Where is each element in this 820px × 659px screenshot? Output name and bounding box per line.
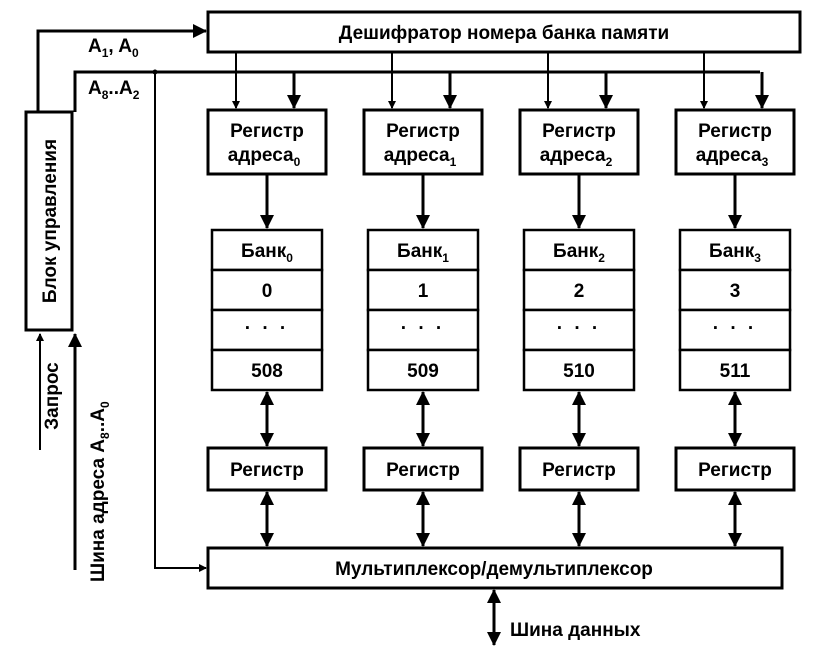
multiplexer-label: Мультиплексор/демультиплексор [335, 559, 653, 580]
request-label: Запрос [42, 362, 63, 430]
bank-cell [210, 308, 324, 352]
data-register-label: Регистр [230, 460, 304, 481]
bus-a1-a0-label: A1, A0 [88, 36, 139, 60]
data-register-label: Регистр [542, 460, 616, 481]
bank-cell-first: 1 [418, 281, 429, 302]
bank-cell-first: 0 [262, 281, 273, 302]
bank-cell-last: 508 [251, 361, 283, 382]
decoder-box [206, 10, 802, 54]
address-register-line2: адреса0 [228, 145, 301, 169]
bank-cell [678, 308, 792, 352]
multiplexer-box [206, 546, 784, 590]
bank-title: Банк2 [553, 241, 605, 265]
bank-cell-ellipsis: · · · [713, 318, 758, 339]
bus-a8-a2-label: A8..A2 [88, 78, 140, 102]
bank-cell [678, 268, 792, 312]
bank-title: Банк0 [241, 241, 293, 265]
address-register-line1: Регистр [542, 121, 616, 142]
data-register-box [362, 446, 484, 492]
bank-cell [522, 268, 636, 312]
bank-cell-ellipsis: · · · [245, 318, 290, 339]
decoder-label: Дешифратор номера банка памяти [339, 23, 669, 44]
bank-cell-last: 510 [563, 361, 595, 382]
address-register-box [206, 108, 328, 176]
bank-cell [210, 348, 324, 392]
address-register-line1: Регистр [230, 121, 304, 142]
bank-cell [366, 308, 480, 352]
bank-cell-last: 511 [720, 361, 751, 382]
bus-a1-a0-line [36, 24, 207, 112]
address-register-box [362, 108, 484, 176]
data-register-box [674, 446, 796, 492]
data-register-label: Регистр [386, 460, 460, 481]
address-register-line2: адреса3 [696, 145, 769, 169]
bank-cell [522, 348, 636, 392]
address-bus-label: Шина адреса A8..A0 [88, 401, 112, 582]
address-register-line1: Регистр [698, 121, 772, 142]
bank-cell [522, 308, 636, 352]
bank-cell [366, 268, 480, 312]
control-unit-label: Блок управления [40, 139, 61, 303]
bank-cell-ellipsis: · · · [401, 318, 446, 339]
address-register-line2: адреса2 [540, 145, 613, 169]
address-register-box [518, 108, 640, 176]
bus-a8-a2-line [73, 70, 760, 112]
address-register-line2: адреса1 [384, 145, 457, 169]
bank-cell-first: 3 [730, 281, 741, 302]
data-register-box [206, 446, 328, 492]
bank-cell-last: 509 [407, 361, 439, 382]
bank-title: Банк1 [397, 241, 449, 265]
bank-header-cell [366, 228, 480, 272]
data-register-label: Регистр [698, 460, 772, 481]
bank-header-cell [678, 228, 792, 272]
data-register-box [518, 446, 640, 492]
bank-cell-first: 2 [574, 281, 585, 302]
control-unit-box [24, 110, 74, 332]
bank-title: Банк3 [709, 241, 761, 265]
bank-header-cell [522, 228, 636, 272]
bank-cell [678, 348, 792, 392]
address-register-line1: Регистр [386, 121, 460, 142]
control-to-mux-line [154, 72, 207, 572]
bank-cell-ellipsis: · · · [557, 318, 602, 339]
bank-cell [210, 268, 324, 312]
bank-cell [366, 348, 480, 392]
data-bus-label: Шина данных [510, 620, 641, 641]
junction-dot [152, 69, 158, 75]
